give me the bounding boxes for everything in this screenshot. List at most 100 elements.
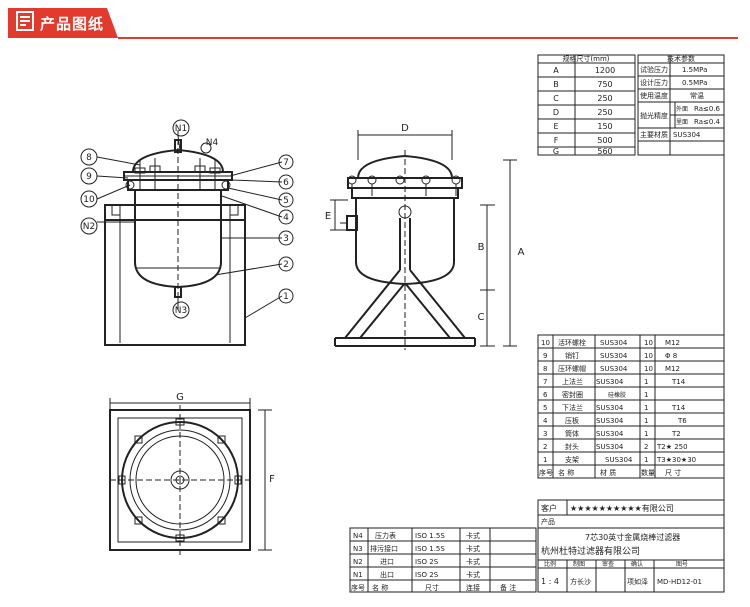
part-name: 上法兰 bbox=[562, 377, 583, 386]
part-qty: 2 bbox=[644, 443, 648, 451]
nozzle-no: N4 bbox=[353, 532, 363, 540]
part-name: 压环螺帽 bbox=[558, 364, 586, 373]
callout-6: 6 bbox=[283, 178, 289, 188]
part-name: 密封圈 bbox=[562, 390, 583, 399]
part-name: 下法兰 bbox=[562, 403, 583, 412]
part-size: T2★ 250 bbox=[656, 443, 688, 451]
part-no: 10 bbox=[541, 339, 550, 347]
nozzle-no: N1 bbox=[353, 571, 363, 579]
section-title: 产品图纸 bbox=[40, 14, 105, 33]
callout-5: 5 bbox=[283, 196, 289, 206]
nozzle-name: 排污接口 bbox=[370, 544, 398, 553]
part-name: 活环螺栓 bbox=[558, 338, 586, 347]
part-material: SUS304 bbox=[596, 378, 624, 386]
part-size: M12 bbox=[665, 339, 680, 347]
callout-7: 7 bbox=[283, 158, 289, 168]
dim-table-header: 规格尺寸(mm) bbox=[562, 54, 609, 63]
nozzle-name: 出口 bbox=[380, 570, 394, 579]
dim-key: D bbox=[553, 108, 559, 117]
tech-table-header: 技术参数 bbox=[667, 54, 695, 63]
callout-1: 1 bbox=[283, 292, 289, 302]
callout-8: 8 bbox=[86, 153, 92, 163]
nozzle-size: ISO 1.5S bbox=[415, 545, 445, 553]
tech-value: 常温 bbox=[690, 91, 704, 100]
dim-value: 560 bbox=[597, 147, 612, 156]
tech-table: 技术参数 试验压力 1.5MPa 设计压力 0.5MPa 使用温度 常温 抛光精… bbox=[637, 54, 725, 156]
confirmer-value: 项如泽 bbox=[627, 577, 648, 586]
dim-key: B bbox=[553, 80, 559, 89]
dim-key: G bbox=[553, 147, 559, 156]
header-underline bbox=[118, 37, 738, 39]
head-ratio: 比例 bbox=[544, 560, 556, 568]
callout-4: 4 bbox=[283, 213, 289, 223]
head-draw: 制图 bbox=[573, 560, 585, 568]
part-material: SUS304 bbox=[600, 365, 628, 373]
part-material: SUS304 bbox=[605, 456, 633, 464]
drawer-value: 方长沙 bbox=[570, 577, 591, 586]
part-no: 7 bbox=[543, 378, 547, 386]
part-size: M12 bbox=[665, 365, 680, 373]
dim-g: G bbox=[176, 392, 184, 403]
parts-table: 10 活环螺栓 SUS304 10 M12 9 销钉 SUS304 10 Φ 8… bbox=[537, 334, 725, 479]
part-qty: 1 bbox=[644, 430, 648, 438]
callout-9: 9 bbox=[86, 172, 92, 182]
document-icon bbox=[16, 11, 34, 35]
part-no: 6 bbox=[543, 391, 548, 399]
dim-key: A bbox=[553, 66, 559, 75]
parts-head-name: 名 称 bbox=[558, 468, 574, 477]
nozzle-no: N3 bbox=[353, 545, 363, 553]
tech-value: SUS304 bbox=[673, 131, 701, 139]
nozzle-no: N2 bbox=[353, 558, 363, 566]
part-material: SUS304 bbox=[600, 352, 628, 360]
part-no: 8 bbox=[543, 365, 547, 373]
part-qty: 10 bbox=[644, 339, 653, 347]
head-check: 审查 bbox=[602, 560, 614, 568]
side-stand bbox=[334, 218, 476, 347]
nozzle-head-note: 备 注 bbox=[500, 583, 516, 592]
part-qty: 1 bbox=[644, 391, 648, 399]
part-qty: 1 bbox=[644, 404, 648, 412]
nozzle-conn: 卡式 bbox=[466, 544, 480, 553]
dim-value: 500 bbox=[597, 136, 612, 145]
dim-key: F bbox=[554, 136, 559, 145]
part-no: 9 bbox=[543, 352, 547, 360]
head-drawing-no: 图号 bbox=[676, 561, 688, 568]
part-size: T2 bbox=[671, 430, 681, 438]
part-material: 硅橡胶 bbox=[608, 391, 626, 399]
dim-value: 250 bbox=[597, 94, 612, 103]
part-size: T14 bbox=[671, 378, 686, 386]
callout-3: 3 bbox=[283, 234, 289, 244]
part-name: 压板 bbox=[565, 416, 579, 425]
dim-key: E bbox=[553, 122, 558, 131]
nozzle-head-size: 尺寸 bbox=[425, 583, 439, 592]
callout-n4: N4 bbox=[206, 138, 219, 148]
dim-f: F bbox=[269, 474, 275, 485]
part-size: T6 bbox=[677, 417, 687, 425]
callout-2: 2 bbox=[283, 260, 289, 270]
side-support-block bbox=[111, 204, 121, 216]
dim-e: E bbox=[325, 211, 331, 222]
tech-value: 1.5MPa bbox=[682, 66, 707, 74]
drawing-number: MD-HD12-01 bbox=[657, 578, 702, 586]
parts-head-no: 序号 bbox=[539, 468, 553, 477]
dim-value: 250 bbox=[597, 108, 612, 117]
ratio-value: 1 : 4 bbox=[541, 577, 559, 586]
part-material: SUS304 bbox=[596, 404, 624, 412]
part-no: 3 bbox=[543, 430, 547, 438]
callout-n3: N3 bbox=[175, 306, 187, 316]
dim-key: C bbox=[553, 94, 559, 103]
product-label: 产品 bbox=[541, 517, 555, 526]
dim-d: D bbox=[401, 123, 409, 134]
part-qty: 1 bbox=[644, 456, 648, 464]
part-qty: 10 bbox=[644, 352, 653, 360]
dim-value: 750 bbox=[597, 80, 612, 89]
part-no: 4 bbox=[543, 417, 548, 425]
callout-10: 10 bbox=[83, 195, 95, 205]
nozzle-head-no: 序号 bbox=[351, 583, 365, 592]
dim-b: B bbox=[478, 242, 485, 253]
dim-c: C bbox=[478, 312, 485, 323]
product-value: 7芯30英寸金属烧棒过滤器 bbox=[585, 532, 680, 542]
part-no: 1 bbox=[543, 456, 547, 464]
callout-n1: N1 bbox=[175, 124, 187, 134]
